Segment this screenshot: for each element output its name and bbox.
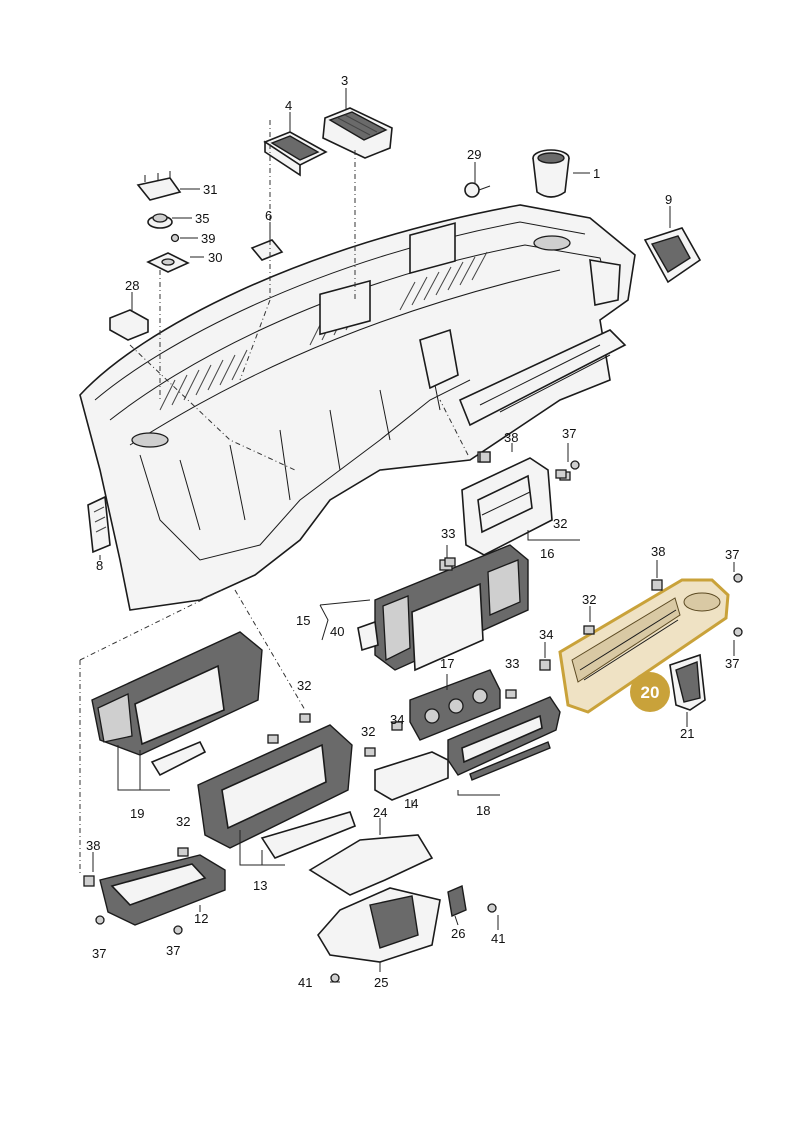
callout-1: 1	[593, 166, 600, 181]
callout-13: 13	[253, 878, 267, 893]
callout-37-d: 37	[92, 946, 106, 961]
callout-28: 28	[125, 278, 139, 293]
part-20-badge	[630, 672, 670, 712]
dashboard-carrier	[79, 204, 636, 611]
callout-4: 4	[285, 98, 292, 113]
callout-9: 9	[665, 192, 672, 207]
callout-21: 21	[680, 726, 694, 741]
callout-38-c: 38	[86, 838, 100, 853]
part-16-radio-bracket	[461, 451, 571, 556]
callout-41-a: 41	[491, 931, 505, 946]
callout-35: 35	[195, 211, 209, 226]
part-3-vent-grille	[322, 107, 393, 159]
part-8-left-vent	[87, 495, 111, 554]
part-20-badge-label: 20	[641, 683, 660, 702]
callout-33-b: 33	[505, 656, 519, 671]
callout-32-e: 32	[176, 814, 190, 829]
fasteners	[83, 451, 743, 983]
part-24-column-cover-upper	[308, 834, 434, 896]
callout-32-b: 32	[582, 592, 596, 607]
callout-31: 31	[203, 182, 217, 197]
callout-37-c: 37	[725, 656, 739, 671]
part-30-mount	[146, 252, 190, 273]
callout-8: 8	[96, 558, 103, 573]
callout-34-b: 34	[390, 712, 404, 727]
callout-labels: 1 3 4 6 8 9 12 13 14 15 16 17 18 19 21 2…	[86, 73, 739, 990]
part-19-left-trim	[91, 631, 263, 777]
callout-18: 18	[476, 803, 490, 818]
callout-38-b: 38	[651, 544, 665, 559]
callout-40: 40	[330, 624, 344, 639]
callout-29: 29	[467, 147, 481, 162]
part-39-screw	[170, 233, 180, 243]
callout-24: 24	[373, 805, 387, 820]
callout-32-d: 32	[361, 724, 375, 739]
part-18-switch-panel	[447, 696, 561, 781]
callout-25: 25	[374, 975, 388, 990]
part-21-cover	[669, 653, 706, 711]
assembly-reference-lines	[79, 120, 469, 875]
part-17-climate-panel	[409, 669, 501, 741]
callout-38-a: 38	[504, 430, 518, 445]
callout-32-c: 32	[297, 678, 311, 693]
callout-6: 6	[265, 208, 272, 223]
callout-19: 19	[130, 806, 144, 821]
part-13-instrument-housing	[197, 724, 357, 859]
part-1-cup-holder	[532, 149, 570, 198]
part-20-highlighted-trim	[558, 578, 730, 714]
callout-32-a: 32	[553, 516, 567, 531]
part-29-plug	[464, 182, 491, 198]
callout-14: 14	[404, 796, 418, 811]
part-25-column-cover-lower	[317, 887, 441, 963]
part-35-speaker	[147, 213, 173, 229]
part-31-bracket	[136, 171, 182, 201]
callout-12: 12	[194, 911, 208, 926]
part-28-sensor	[109, 309, 149, 341]
callout-39: 39	[201, 231, 215, 246]
part-4-tray	[263, 131, 328, 177]
callout-30: 30	[208, 250, 222, 265]
callout-37-e: 37	[166, 943, 180, 958]
callout-37-a: 37	[562, 426, 576, 441]
callout-34-a: 34	[539, 627, 553, 642]
callout-26: 26	[451, 926, 465, 941]
callout-3: 3	[341, 73, 348, 88]
part-15-center-bezel	[357, 544, 529, 672]
callout-17: 17	[440, 656, 454, 671]
part-9-side-vent	[643, 227, 702, 284]
part-12-knee-panel	[99, 854, 226, 926]
callout-16: 16	[540, 546, 554, 561]
part-6-cover	[250, 239, 284, 261]
callout-33-a: 33	[441, 526, 455, 541]
callout-15: 15	[296, 613, 310, 628]
part-26-clip	[447, 885, 467, 917]
callout-41-b: 41	[298, 975, 312, 990]
part-14-trim-strip	[374, 751, 449, 801]
callout-37-b: 37	[725, 547, 739, 562]
